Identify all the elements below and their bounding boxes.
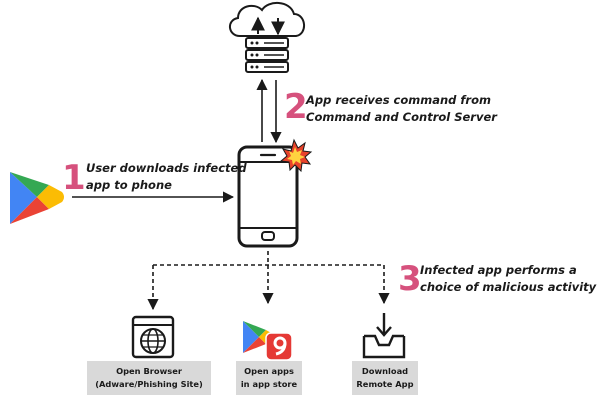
step-2-line-1: App receives command from [305, 93, 491, 107]
outcome-2-line-1: Open apps [244, 366, 294, 376]
outcome-1-line-2: (Adware/Phishing Site) [95, 379, 203, 389]
outcome-1-box: Open Browser (Adware/Phishing Site) [87, 361, 211, 395]
step-3-number: 3 [398, 259, 422, 299]
play-store-icon [10, 172, 64, 224]
step-3-line-2: choice of malicious activity [420, 280, 597, 294]
smartphone-icon [237, 145, 299, 248]
step-1-label: 1 User downloads infected app to phone [62, 158, 247, 198]
step-2-line-2: Command and Control Server [306, 110, 498, 124]
outcome-2-line-2: in app store [241, 379, 298, 389]
outcome-2-box: Open apps in app store [236, 361, 302, 395]
outcome-3-line-1: Download [362, 366, 408, 376]
step-2-number: 2 [284, 87, 308, 127]
download-tray-icon [362, 313, 406, 359]
step-2-label: 2 App receives command from Command and … [284, 87, 498, 127]
outcome-1-line-1: Open Browser [116, 366, 183, 376]
outcome-3-box: Download Remote App [352, 361, 418, 395]
step-3-label: 3 Infected app performs a choice of mali… [398, 259, 597, 299]
outcome-3-line-2: Remote App [356, 379, 413, 389]
branch-connectors [147, 251, 390, 311]
globe-browser-icon [131, 315, 175, 359]
step-1-number: 1 [62, 158, 86, 198]
step-1-line-1: User downloads infected [86, 161, 247, 175]
cloud-server-icon [229, 2, 305, 73]
step-1-line-2: app to phone [86, 178, 172, 192]
step-3-line-1: Infected app performs a [420, 263, 577, 277]
play-store-apps-icon [243, 321, 293, 361]
burst-icon [279, 138, 313, 173]
